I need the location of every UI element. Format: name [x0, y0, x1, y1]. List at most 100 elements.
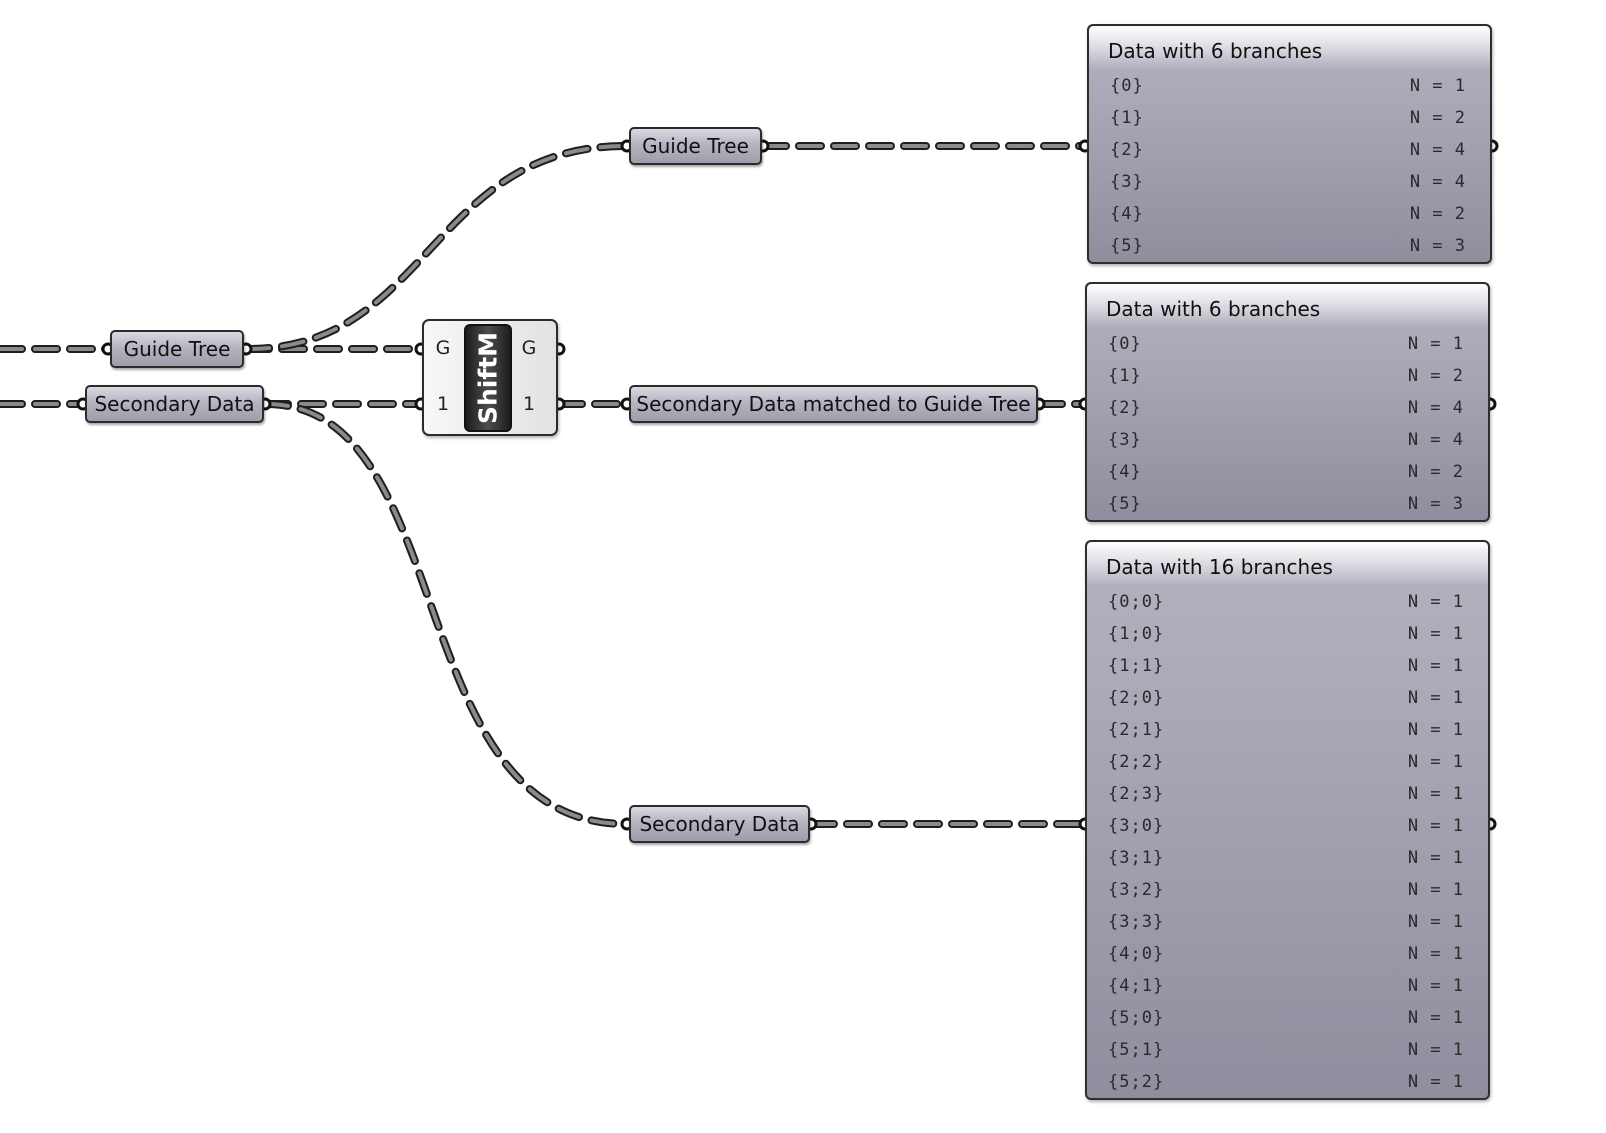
panel-rows: {0} N = 1 {1} N = 2 {2} N = 4 {3} N = 4 {4} N = 2…	[1087, 328, 1488, 520]
panel-row: {3;0} N = 1	[1087, 810, 1488, 842]
guide-tree-param-left[interactable]: Guide Tree	[110, 330, 244, 368]
panel-row: {2} N = 4	[1087, 392, 1488, 424]
branch-count: N = 1	[1407, 752, 1464, 772]
panel-row: {1;1} N = 1	[1087, 650, 1488, 682]
branch-count: N = 4	[1409, 172, 1466, 192]
branch-count: N = 1	[1407, 624, 1464, 644]
panel-row: {2}N = 4	[1089, 134, 1490, 166]
panel-row: {4;0} N = 1	[1087, 938, 1488, 970]
component-output-1-label: 1	[522, 393, 536, 415]
panel-row: {5;1} N = 1	[1087, 1034, 1488, 1066]
panel-row: {1} N = 2	[1087, 360, 1488, 392]
branch-path: {5;2}	[1108, 1072, 1165, 1092]
component-name: ShiftM	[473, 331, 503, 425]
branch-path: {0;0}	[1108, 592, 1165, 612]
component-input-g-label: G	[435, 337, 451, 359]
branch-count: N = 1	[1407, 656, 1464, 676]
panel-title: Data with 16 branches	[1087, 542, 1488, 586]
branch-count: N = 1	[1407, 848, 1464, 868]
panel-guide-tree[interactable]: Data with 6 branches {0}N = 1{1}N = 2{2}…	[1087, 24, 1492, 264]
panel-row: {2;3} N = 1	[1087, 778, 1488, 810]
branch-count: N = 3	[1409, 236, 1466, 256]
branch-path: {4}	[1108, 462, 1142, 482]
guide-tree-param-mid[interactable]: Guide Tree	[629, 127, 762, 165]
panel-matched-data[interactable]: Data with 6 branches {0} N = 1 {1} N = 2 {2}…	[1085, 282, 1490, 522]
branch-path: {2}	[1108, 398, 1142, 418]
panel-rows: {0;0} N = 1 {1;0} N = 1 {1;1} N = 1 {2;0} N = 1…	[1087, 586, 1488, 1098]
branch-count: N = 1	[1407, 1008, 1464, 1028]
branch-count: N = 1	[1407, 334, 1464, 354]
panel-row: {0} N = 1	[1087, 328, 1488, 360]
secondary-data-param-mid[interactable]: Secondary Data	[629, 805, 810, 843]
panel-row: {3} N = 4	[1089, 166, 1490, 198]
panel-row: {5;0} N = 1	[1087, 1002, 1488, 1034]
branch-path: {2}	[1110, 140, 1144, 160]
branch-count: N = 4	[1407, 398, 1464, 418]
component-name-band: ShiftM	[464, 324, 512, 432]
branch-path: {1}	[1108, 366, 1142, 386]
branch-count: N = 2	[1409, 204, 1466, 224]
component-input-1-label: 1	[436, 393, 450, 415]
branch-count: N = 2	[1407, 366, 1464, 386]
branch-count: N = 1	[1407, 784, 1464, 804]
branch-path: {5}	[1108, 494, 1142, 514]
shiftm-component[interactable]: G 1 G 1 ShiftM	[422, 319, 558, 436]
branch-path: {2;2}	[1108, 752, 1165, 772]
panel-row: {2;2} N = 1	[1087, 746, 1488, 778]
branch-path: {2;0}	[1108, 688, 1165, 708]
panel-row: {3} N = 4	[1087, 424, 1488, 456]
branch-path: {1;0}	[1108, 624, 1165, 644]
panel-row: {3;1}N = 1	[1087, 842, 1488, 874]
branch-path: {3;2}	[1108, 880, 1165, 900]
branch-path: {4;1}	[1108, 976, 1165, 996]
branch-path: {3;0}	[1108, 816, 1165, 836]
panel-row: {5} N = 3	[1087, 488, 1488, 520]
matched-data-param[interactable]: Secondary Data matched to Guide Tree	[629, 385, 1038, 423]
branch-count: N = 3	[1407, 494, 1464, 514]
wire-guide-tree-to-guide-tree-mid	[243, 142, 630, 353]
panel-row: {5;2} N = 1	[1087, 1066, 1488, 1098]
panel-row: {4;1}N = 1	[1087, 970, 1488, 1002]
panel-row: {0;0} N = 1	[1087, 586, 1488, 618]
branch-count: N = 1	[1407, 912, 1464, 932]
branch-path: {3;3}	[1108, 912, 1165, 932]
panel-row: {2;1}N = 1	[1087, 714, 1488, 746]
panel-row: {1}N = 2	[1089, 102, 1490, 134]
panel-row: {5}N = 3	[1089, 230, 1490, 262]
panel-title: Data with 6 branches	[1087, 284, 1488, 328]
branch-path: {1}	[1110, 108, 1144, 128]
panel-row: {0} N = 1	[1089, 70, 1490, 102]
panel-row: {4} N = 2	[1089, 198, 1490, 230]
branch-count: N = 2	[1407, 462, 1464, 482]
branch-path: {0}	[1108, 334, 1142, 354]
branch-count: N = 1	[1407, 880, 1464, 900]
wire-secondary-to-secondary-mid	[262, 400, 630, 828]
branch-count: N = 1	[1407, 816, 1464, 836]
branch-path: {5;0}	[1108, 1008, 1165, 1028]
branch-count: N = 1	[1407, 592, 1464, 612]
panel-row: {2;0} N = 1	[1087, 682, 1488, 714]
panel-secondary-data[interactable]: Data with 16 branches {0;0} N = 1 {1;0} N =…	[1085, 540, 1490, 1100]
panel-title: Data with 6 branches	[1089, 26, 1490, 70]
branch-count: N = 1	[1407, 1040, 1464, 1060]
branch-path: {1;1}	[1108, 656, 1165, 676]
branch-path: {4}	[1110, 204, 1144, 224]
panel-row: {4} N = 2	[1087, 456, 1488, 488]
branch-count: N = 1	[1407, 944, 1464, 964]
branch-path: {4;0}	[1108, 944, 1165, 964]
branch-path: {5;1}	[1108, 1040, 1165, 1060]
secondary-data-param-left[interactable]: Secondary Data	[85, 385, 264, 423]
branch-count: N = 4	[1407, 430, 1464, 450]
branch-count: N = 1	[1409, 76, 1466, 96]
panel-row: {1;0} N = 1	[1087, 618, 1488, 650]
panel-rows: {0} N = 1 {1}N = 2{2}N = 4 {3} N = 4 {4} N = 2…	[1089, 70, 1490, 262]
branch-path: {2;1}	[1108, 720, 1165, 740]
branch-count: N = 1	[1407, 688, 1464, 708]
panel-row: {3;2} N = 1	[1087, 874, 1488, 906]
branch-path: {3}	[1110, 172, 1144, 192]
branch-path: {3}	[1108, 430, 1142, 450]
branch-count: N = 1	[1407, 1072, 1464, 1092]
branch-path: {0}	[1110, 76, 1144, 96]
branch-path: {2;3}	[1108, 784, 1165, 804]
component-output-g-label: G	[521, 337, 537, 359]
